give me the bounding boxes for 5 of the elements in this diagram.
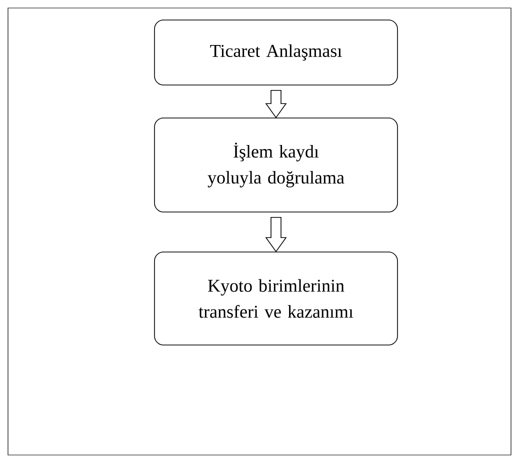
process-box: Ticaret Anlaşması [154,20,398,86]
hollow-arrow [265,90,287,118]
process-box: İşlem kaydı yoluyla doğrulama [154,118,398,212]
hollow-arrow [265,217,287,252]
process-box: Kyoto birimlerinin transferi ve kazanımı [154,252,398,346]
